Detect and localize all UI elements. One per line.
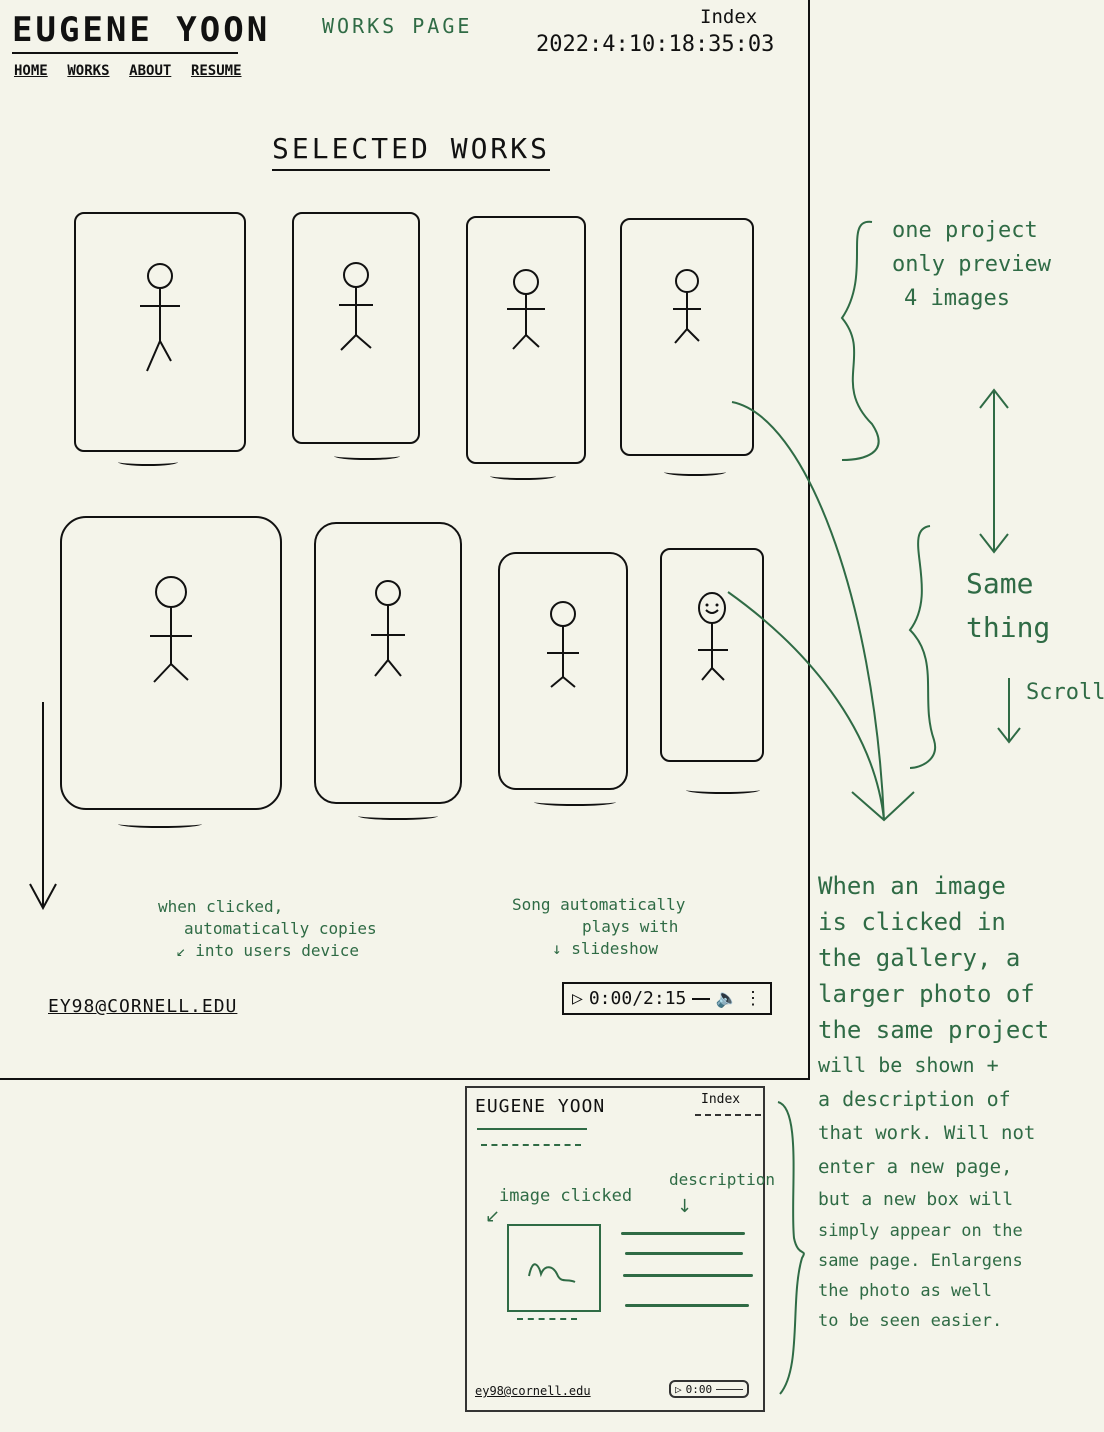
gallery-card-5[interactable] <box>60 516 282 810</box>
player-time: 0:00/2:15 <box>588 988 687 1009</box>
mini-site-title[interactable]: EUGENE YOON <box>475 1096 606 1117</box>
gallery-card-1[interactable] <box>74 212 246 452</box>
mini-index-link[interactable]: Index <box>701 1092 741 1107</box>
gallery-card-7[interactable] <box>498 552 628 790</box>
preview-note: one project only preview 4 images <box>892 218 1051 311</box>
email-note: when clicked, automatically copies ↙ int… <box>158 897 377 960</box>
play-icon[interactable]: ▷ <box>675 1382 682 1396</box>
mini-audio-player[interactable]: ▷ 0:00 <box>669 1380 749 1398</box>
wireframe-frame <box>0 0 810 1080</box>
mini-player-time: 0:00 <box>685 1382 713 1396</box>
nav-resume[interactable]: RESUME <box>190 63 242 79</box>
nav-works[interactable]: WORKS <box>67 63 110 79</box>
title-underline <box>12 52 238 54</box>
stick-figure-icon <box>507 268 545 350</box>
caption-squiggle <box>118 820 202 828</box>
mini-image-label: image clicked <box>499 1186 633 1206</box>
brace-icon <box>777 1101 805 1395</box>
play-icon[interactable]: ▷ <box>572 988 583 1009</box>
desc-line <box>621 1232 745 1235</box>
stick-figure-icon <box>150 576 192 683</box>
caption-squiggle <box>334 452 400 460</box>
audio-player[interactable]: ▷ 0:00/2:15 🔈 ⋮ <box>562 982 772 1015</box>
brace-icon <box>840 220 880 461</box>
caption-squiggle <box>686 786 760 794</box>
desc-line <box>623 1274 753 1277</box>
mini-title-underline <box>477 1128 587 1130</box>
scroll-down-arrow-icon <box>29 702 57 911</box>
gallery-card-4[interactable] <box>620 218 754 456</box>
caption-squiggle <box>358 812 438 820</box>
mini-nav <box>481 1144 581 1146</box>
double-arrow-icon <box>979 388 1009 554</box>
arrow-down-left-icon: ↙ <box>485 1206 501 1227</box>
stick-figure-icon <box>673 268 701 344</box>
pointer-arrows-icon <box>727 401 915 822</box>
scroll-arrow-icon <box>997 678 1021 744</box>
caption-squiggle <box>664 468 726 476</box>
mini-email[interactable]: ey98@cornell.edu <box>475 1384 591 1398</box>
stick-figure-icon <box>371 579 405 677</box>
stick-figure-icon <box>547 600 579 688</box>
nav-bar: HOME WORKS ABOUT RESUME <box>14 60 252 79</box>
caption-squiggle <box>490 472 556 480</box>
arrow-down-icon: ↓ <box>677 1196 693 1217</box>
song-note: Song automatically plays with ↓ slidesho… <box>512 895 686 958</box>
brace-icon <box>908 525 937 769</box>
volume-icon[interactable]: 🔈 <box>715 988 738 1009</box>
caption-squiggle <box>534 798 616 806</box>
gallery-card-2[interactable] <box>292 212 420 444</box>
nav-home[interactable]: HOME <box>14 63 48 79</box>
desc-line <box>625 1252 743 1255</box>
mini-progress-bar[interactable] <box>716 1388 743 1390</box>
modal-mockup: EUGENE YOON Index image clicked descript… <box>465 1086 775 1412</box>
same-thing-note: Same thing <box>966 567 1051 644</box>
gallery-card-3[interactable] <box>466 216 586 464</box>
stick-figure-icon <box>140 263 180 372</box>
email-link[interactable]: EY98@CORNELL.EDU <box>48 996 238 1017</box>
more-icon[interactable]: ⋮ <box>744 988 762 1009</box>
scroll-note: Scroll <box>1026 680 1104 705</box>
smiley-figure-icon <box>698 592 728 681</box>
desc-line <box>625 1304 749 1307</box>
timestamp: 2022:4:10:18:35:03 <box>536 32 775 57</box>
nav-about[interactable]: ABOUT <box>129 63 172 79</box>
click-behavior-note: When an image is clicked in the gallery,… <box>818 872 1050 1331</box>
mini-desc-label: description <box>669 1170 775 1189</box>
mini-enlarged-image[interactable] <box>507 1224 601 1312</box>
gallery-card-6[interactable] <box>314 522 462 804</box>
mini-caption <box>517 1318 577 1320</box>
caption-squiggle <box>118 458 178 466</box>
gallery-card-8[interactable] <box>660 548 764 762</box>
page-label: WORKS PAGE <box>322 14 473 38</box>
image-placeholder-icon <box>528 1263 576 1283</box>
selected-works-heading: SELECTED WORKS <box>272 132 551 171</box>
progress-bar[interactable] <box>692 997 710 1000</box>
stick-figure-icon <box>339 261 373 351</box>
site-title[interactable]: EUGENE YOON <box>12 10 271 50</box>
index-link[interactable]: Index <box>700 6 758 28</box>
mini-timestamp-line <box>695 1114 761 1116</box>
